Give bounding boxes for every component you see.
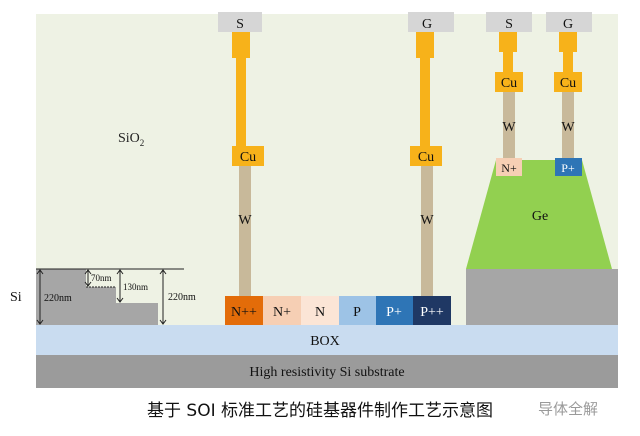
- ge-source-copper-label: Cu: [501, 76, 517, 91]
- ge-label: Ge: [532, 209, 548, 224]
- source-copper-line: [236, 58, 246, 146]
- gate-copper-via: [410, 146, 442, 166]
- source-tungsten-label: W: [238, 213, 252, 228]
- ge-source-top-copper: [499, 32, 517, 52]
- gate-pad: [408, 12, 454, 32]
- figure-caption: 基于 SOI 标准工艺的硅基器件制作工艺示意图: [147, 401, 493, 421]
- substrate-layer: [36, 355, 618, 388]
- ge-n-plus-label: N+: [501, 161, 517, 175]
- silicon-step-structure: [36, 269, 158, 325]
- gate-copper-line: [420, 58, 430, 146]
- germanium-mesa: [466, 160, 612, 269]
- region-n: [301, 296, 339, 325]
- dimension-130nm: 130nm: [123, 282, 148, 292]
- ge-source-copper-via: [495, 72, 523, 92]
- dimension-markers: [36, 268, 184, 325]
- ge-gate-pad-label: G: [563, 17, 573, 32]
- region-n-label: N: [315, 305, 325, 320]
- ge-source-copper-line: [503, 52, 513, 72]
- sio2-label: SiO2: [118, 131, 144, 148]
- ge-gate-copper-line: [563, 52, 573, 72]
- box-layer: [36, 325, 618, 355]
- region-n-plus-plus-label: N++: [231, 305, 257, 320]
- region-p-plus: [376, 296, 413, 325]
- dimension-220nm-right: 220nm: [168, 292, 196, 303]
- doping-regions: N++ N+ N P P+ P++: [225, 296, 451, 325]
- region-p-plus-plus-label: P++: [420, 305, 444, 320]
- ge-gate-tungsten-label: W: [561, 120, 575, 135]
- gate-pad-label: G: [422, 17, 432, 32]
- source-top-copper: [232, 32, 250, 58]
- gate-top-copper: [416, 32, 434, 58]
- region-n-plus-label: N+: [273, 305, 291, 320]
- ge-p-plus-contact: [555, 158, 582, 176]
- region-n-plus: [263, 296, 301, 325]
- source-pad: [218, 12, 262, 32]
- substrate-label: High resistivity Si substrate: [249, 365, 404, 380]
- region-n-plus-plus: [225, 296, 263, 325]
- ge-source-tungsten-plug: [503, 92, 515, 158]
- gate-copper-label: Cu: [418, 150, 434, 165]
- region-p-label: P: [353, 305, 361, 320]
- ge-source-pad: [486, 12, 532, 32]
- ge-gate-copper-label: Cu: [560, 76, 576, 91]
- ge-source-pad-label: S: [505, 17, 513, 32]
- gate-contact-stack: G Cu W: [408, 12, 454, 296]
- source-contact-stack: S Cu W: [218, 12, 264, 296]
- si-label: Si: [10, 290, 22, 305]
- dimension-70nm: 70nm: [91, 273, 112, 283]
- ge-gate-top-copper: [559, 32, 577, 52]
- dimension-220nm-left: 220nm: [44, 293, 72, 304]
- ge-p-plus-label: P+: [561, 161, 575, 175]
- gate-tungsten-plug: [421, 166, 433, 296]
- region-p-plus-label: P+: [386, 305, 402, 320]
- source-pad-label: S: [236, 17, 244, 32]
- watermark-text: 导体全解: [538, 400, 599, 418]
- region-p-plus-plus: [413, 296, 451, 325]
- ge-gate-contact-stack: G Cu W: [546, 12, 592, 158]
- ge-source-tungsten-label: W: [502, 120, 516, 135]
- ge-gate-tungsten-plug: [562, 92, 574, 158]
- ge-gate-copper-via: [554, 72, 582, 92]
- ge-silicon-base: [466, 269, 618, 325]
- ge-n-plus-contact: [496, 158, 522, 176]
- box-label: BOX: [310, 334, 340, 349]
- source-copper-label: Cu: [240, 150, 256, 165]
- region-p: [339, 296, 376, 325]
- gate-tungsten-label: W: [420, 213, 434, 228]
- source-copper-via: [232, 146, 264, 166]
- ge-source-contact-stack: S Cu W: [486, 12, 532, 158]
- ge-gate-pad: [546, 12, 592, 32]
- source-tungsten-plug: [239, 166, 251, 296]
